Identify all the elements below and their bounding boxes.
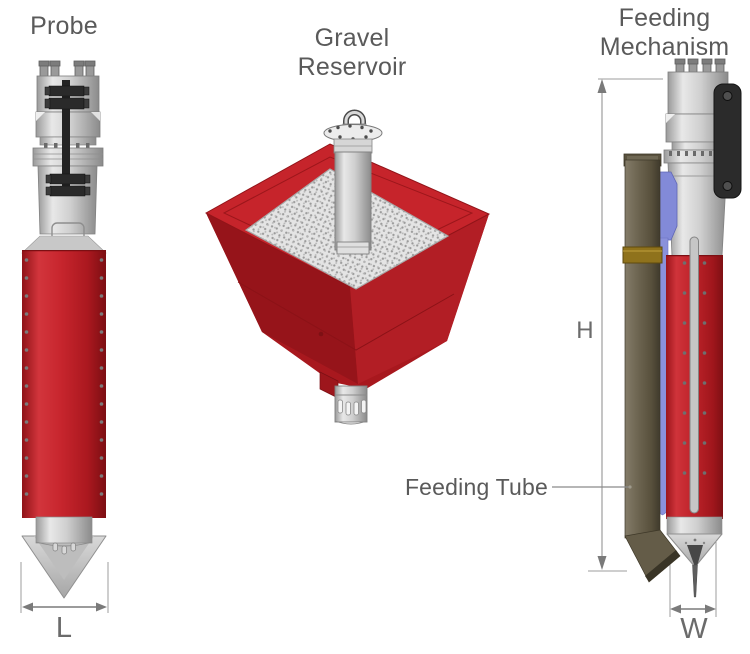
feeding-mechanism-title: Feeding Mechanism	[599, 4, 730, 61]
feeding-tube-leader-line	[552, 485, 632, 489]
probe-title: Probe	[30, 12, 98, 40]
feeding-mechanism-illustration	[652, 58, 742, 598]
feeding-tube-callout: Feeding Tube	[404, 474, 548, 500]
feeding-mechanism-width-dimension	[669, 541, 717, 617]
height-dimension-label: H	[576, 317, 594, 344]
gravel-reservoir-title: Gravel Reservoir	[297, 24, 407, 81]
side-bracket	[713, 83, 742, 199]
probe-illustration	[21, 60, 107, 599]
gravel-reservoir-illustration	[204, 109, 491, 425]
length-dimension-label: L	[55, 612, 73, 644]
bottom-outlet	[319, 371, 368, 425]
width-dimension-label: W	[680, 613, 708, 645]
feeding-tube-illustration	[622, 153, 681, 583]
feeding-mechanism-height-dimension	[588, 78, 663, 572]
probe-length-dimension	[20, 562, 109, 613]
center-pipe	[323, 109, 383, 255]
